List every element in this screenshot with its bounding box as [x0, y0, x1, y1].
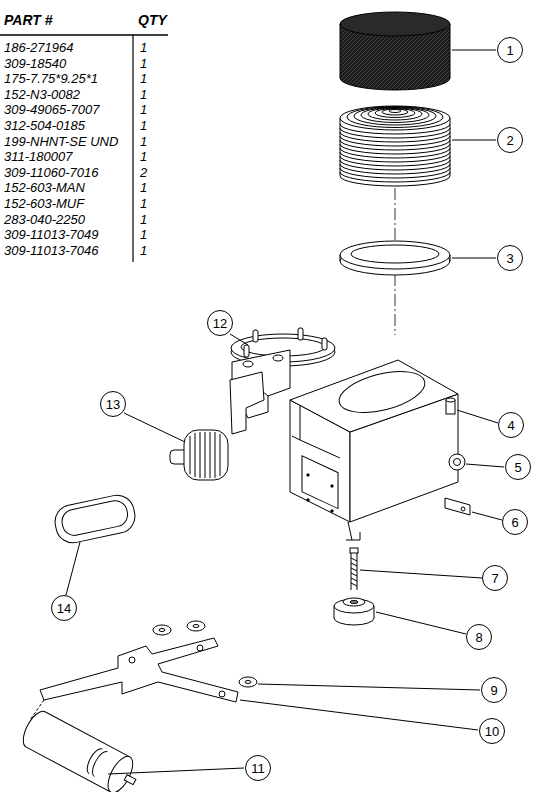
leader-line: [452, 50, 496, 51]
part-number: 309-11013-7049: [4, 227, 98, 242]
callout-circle: 14: [51, 595, 77, 621]
quantity: 1: [140, 243, 147, 258]
part-number: 152-603-MUF: [4, 196, 84, 211]
part-number: 312-504-0185: [4, 118, 85, 133]
leader-line: [108, 768, 244, 774]
quantity: 1: [140, 196, 147, 211]
callout-circle: 3: [497, 245, 523, 271]
callout-number: 2: [506, 133, 513, 148]
part-number: 309-11060-7016: [4, 165, 98, 180]
callout-number: 3: [506, 251, 513, 266]
capacitor-bracket-part: [40, 638, 238, 702]
part-number: 152-603-MAN: [4, 180, 85, 195]
callout-number: 6: [511, 515, 518, 530]
leader-line: [472, 512, 502, 520]
quantity: 1: [140, 149, 147, 164]
quantity: 1: [140, 87, 147, 102]
callout-circle: 11: [245, 755, 271, 781]
callout-number: 7: [491, 571, 498, 586]
part-number: 309-11013-7046: [4, 243, 98, 258]
part-number: 309-49065-7007: [4, 102, 99, 117]
part-number: 311-180007: [4, 149, 72, 164]
leader-line: [258, 684, 480, 690]
leader-line: [360, 570, 482, 578]
filter-element-part: [170, 430, 228, 480]
part-number: 175-7.75*9.25*1: [4, 71, 98, 86]
quantity: 1: [140, 118, 147, 133]
leader-line: [66, 542, 80, 595]
part-number: 283-040-2250: [4, 212, 85, 227]
quantity: 1: [140, 212, 147, 227]
washer-part: [153, 621, 257, 687]
capacitor-part: [18, 708, 144, 792]
leader-line: [457, 410, 498, 423]
leader-line: [124, 413, 185, 442]
callout-number: 10: [485, 724, 499, 739]
quantity: 1: [140, 134, 147, 149]
leader-line: [466, 464, 504, 467]
table-rule: [0, 34, 168, 36]
filter-cover-part: [52, 492, 138, 546]
seal-ring-part: [340, 241, 450, 275]
part-number: 152-N3-0082: [4, 87, 80, 102]
part-number: 186-271964: [4, 40, 73, 55]
bracket-part: [445, 498, 470, 515]
filter-coil-part: [340, 106, 450, 186]
callout-number: 9: [490, 683, 497, 698]
callout-circle: 1: [497, 37, 523, 63]
quantity: 2: [140, 165, 147, 180]
bolt-part: [446, 398, 455, 414]
callout-circle: 5: [505, 454, 531, 480]
callout-circle: 10: [479, 718, 505, 744]
knob-part: [340, 12, 450, 90]
quantity: 1: [140, 40, 147, 55]
quantity: 1: [140, 71, 147, 86]
callout-circle: 6: [502, 509, 528, 535]
leader-line: [376, 612, 466, 634]
quantity: 1: [140, 56, 147, 71]
callout-circle: 9: [481, 677, 507, 703]
callout-circle: 7: [482, 565, 508, 591]
callout-number: 4: [507, 418, 514, 433]
callout-number: 1: [506, 43, 513, 58]
mount-foot-part: [334, 598, 374, 625]
callout-number: 14: [57, 601, 71, 616]
duct-part: [230, 372, 264, 434]
engine-housing: [232, 350, 458, 540]
leader-line: [452, 140, 496, 141]
callout-circle: 13: [100, 391, 126, 417]
callout-circle: 2: [497, 127, 523, 153]
quantity: 1: [140, 180, 147, 195]
screw-part: [350, 548, 358, 590]
leader-line: [452, 258, 496, 259]
callout-number: 12: [213, 316, 227, 331]
callout-circle: 12: [207, 310, 233, 336]
callout-number: 13: [106, 397, 120, 412]
table-header: PART #: [4, 13, 53, 28]
leader-line: [240, 700, 478, 730]
leader-line: [30, 700, 44, 720]
part-number: 309-18540: [4, 56, 66, 71]
callout-number: 11: [251, 761, 265, 776]
quantity: 1: [140, 227, 147, 242]
part-number: 199-NHNT-SE UND: [4, 134, 118, 149]
table-rule: [132, 35, 133, 262]
callout-circle: 8: [466, 624, 492, 650]
fitting-part: [449, 454, 465, 470]
leader-line: [230, 334, 248, 345]
callout-number: 5: [514, 460, 521, 475]
callout-circle: 4: [498, 412, 524, 438]
table-header: QTY: [138, 13, 167, 28]
callout-number: 8: [475, 630, 482, 645]
quantity: 1: [140, 102, 147, 117]
